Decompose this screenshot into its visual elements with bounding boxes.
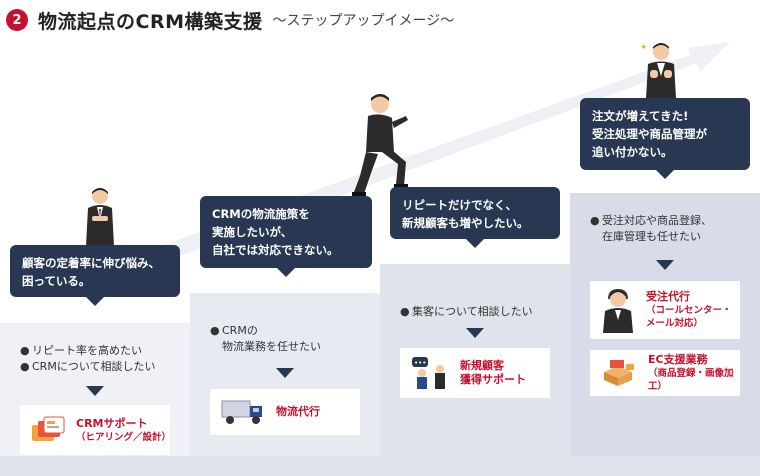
down-arrow-icon xyxy=(656,260,674,270)
header: 2 物流起点のCRM構築支援 〜ステップアップイメージ〜 xyxy=(6,6,454,34)
businessman-thinking-icon xyxy=(86,188,114,246)
businessman-climbing-icon xyxy=(352,94,408,196)
list-item: 在庫管理も任せたい xyxy=(602,230,701,243)
service-card-new-customer[interactable]: ••• 新規顧客 獲得サポート xyxy=(400,348,550,398)
service-card-ec-support[interactable]: EC支援業務 （商品登録・画像加工） xyxy=(590,350,740,396)
service-card-crm-support[interactable]: CRMサポート （ヒアリング／設計） xyxy=(20,405,172,455)
step-3-speech-bubble: リピートだけでなく、 新規顧客も増やしたい。 xyxy=(390,187,560,248)
service-title: CRMサポート xyxy=(76,416,148,430)
headset-operator-icon xyxy=(603,288,633,333)
service-title: 新規顧客 xyxy=(460,359,504,372)
svg-text:✦: ✦ xyxy=(640,43,648,53)
down-arrow-icon xyxy=(276,368,294,378)
list-item: ●集客について相談したい xyxy=(400,305,533,318)
down-arrow-icon xyxy=(466,328,484,338)
page-title: 物流起点のCRM構築支援 xyxy=(38,10,263,33)
businessman-celebrating-icon: ✦ xyxy=(640,43,676,98)
bubble-line: リピートだけでなく、 xyxy=(402,198,517,212)
bubble-line: 新規顧客も増やしたい。 xyxy=(402,216,529,230)
floor xyxy=(0,456,760,476)
service-subtitle: （商品登録・画像加工） xyxy=(648,368,734,392)
step-2-panel xyxy=(190,293,380,476)
step-1-speech-bubble: 顧客の定着率に伸び悩み、 困っている。 xyxy=(10,245,180,306)
list-item: ●CRMの xyxy=(210,324,258,337)
service-subtitle: （ヒアリング／設計） xyxy=(76,431,172,443)
bubble-line: CRMの物流施策を xyxy=(212,207,310,221)
service-title: 受注代行 xyxy=(646,290,690,303)
bubble-line: 実施したいが、 xyxy=(212,225,293,239)
step-2-speech-bubble: CRMの物流施策を 実施したいが、 自社では対応できない。 xyxy=(200,196,372,277)
parcels-icon xyxy=(604,360,634,386)
bubble-line: 顧客の定着率に伸び悩み、 xyxy=(22,256,160,270)
step-4-speech-bubble: 注文が増えてきた! 受注処理や商品管理が 追い付かない。 xyxy=(580,98,750,179)
service-subtitle: （コールセンター・ xyxy=(646,305,732,316)
list-item: 物流業務を任せたい xyxy=(222,340,321,353)
bubble-line: 追い付かない。 xyxy=(592,145,673,159)
step-2-needs-list: ●CRMの 物流業務を任せたい xyxy=(210,323,321,355)
list-item: ●リピート率を高めたい xyxy=(20,344,142,357)
step-number-badge: 2 xyxy=(6,9,28,31)
service-card-order-handling[interactable]: 受注代行 （コールセンター・ メール対応） xyxy=(590,281,740,339)
service-title: EC支援業務 xyxy=(648,353,708,366)
list-item: ●CRMについて相談したい xyxy=(20,360,156,373)
bubble-line: 困っている。 xyxy=(22,274,91,288)
service-title: 物流代行 xyxy=(276,405,320,418)
bubble-line: 自社では対応できない。 xyxy=(212,243,339,257)
service-subtitle-line2: メール対応） xyxy=(646,318,704,329)
crm-cards-icon xyxy=(32,416,65,441)
bubble-line: 注文が増えてきた! xyxy=(592,109,689,123)
svg-text:•••: ••• xyxy=(414,359,426,367)
down-arrow-icon xyxy=(86,386,104,396)
page-subtitle: 〜ステップアップイメージ〜 xyxy=(272,13,455,29)
meeting-icon: ••• xyxy=(412,357,445,389)
service-card-logistics[interactable]: 物流代行 xyxy=(210,389,360,435)
step-3-needs-list: ●集客について相談したい xyxy=(400,304,533,320)
truck-icon xyxy=(221,400,262,424)
step-1-needs-list: ●リピート率を高めたい ●CRMについて相談したい xyxy=(20,343,155,375)
bubble-line: 受注処理や商品管理が xyxy=(592,127,707,141)
service-title-line2: 獲得サポート xyxy=(460,373,526,386)
list-item: ●受注対応や商品登録、 xyxy=(590,214,712,227)
step-4-needs-list: ●受注対応や商品登録、 在庫管理も任せたい xyxy=(590,213,712,245)
